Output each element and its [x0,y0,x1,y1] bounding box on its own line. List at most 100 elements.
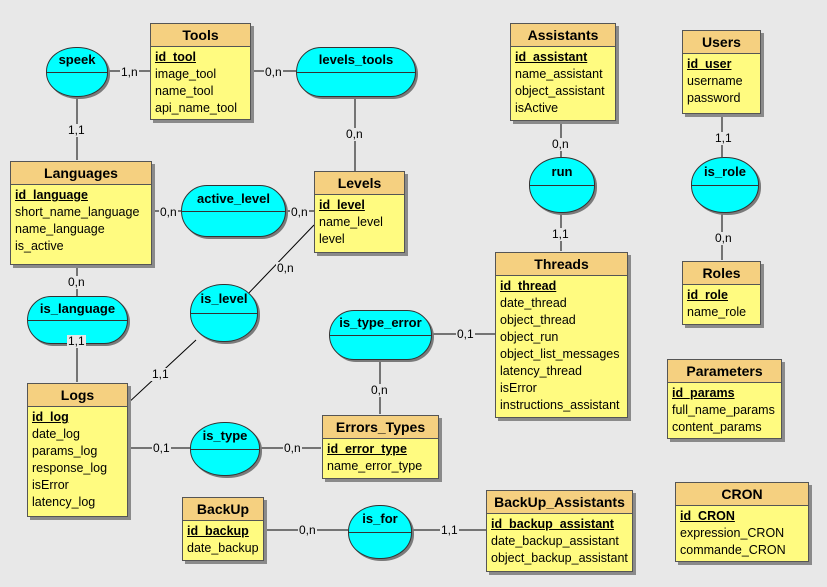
cardinality-label: 0,n [159,205,178,219]
association-label: is_language [39,300,116,316]
association-label: levels_tools [318,52,394,68]
entity-languages[interactable]: Languages id_language short_name_languag… [10,161,152,265]
association-label: active_level [196,190,270,206]
cardinality-label: 1,1 [67,123,86,137]
field: level [319,232,345,246]
cardinality-label: 0,n [714,231,733,245]
entity-title: Roles [683,262,760,285]
cardinality-label: 0,n [298,523,317,537]
association-label: run [551,163,573,179]
field: content_params [672,420,762,434]
entity-cron[interactable]: CRON id_CRON expression_CRON commande_CR… [675,482,809,562]
association-is-level[interactable]: is_level [190,284,258,342]
entity-roles[interactable]: Roles id_role name_role [682,261,761,325]
entity-errors-types[interactable]: Errors_Types id_error_type name_error_ty… [322,415,439,479]
entity-title: Threads [496,253,627,276]
association-is-type-error[interactable]: is_type_error [329,310,432,360]
field: isActive [515,101,559,115]
cardinality-label: 1,1 [714,131,733,145]
association-is-type[interactable]: is_type [190,422,260,476]
primary-key: id_user [687,57,732,71]
cardinality-label: 1,1 [151,367,170,381]
cardinality-label: 0,n [345,127,364,141]
field: isError [32,478,69,492]
field: date_thread [500,296,567,310]
cardinality-label: 0,n [67,275,86,289]
entity-levels[interactable]: Levels id_level name_level level [314,171,405,253]
cardinality-label: 0,n [551,137,570,151]
association-is-for[interactable]: is_for [348,505,412,559]
entity-title: Logs [28,384,127,407]
field: latency_log [32,495,96,509]
entity-title: Users [683,31,760,54]
entity-threads[interactable]: Threads id_thread date_thread object_thr… [495,252,628,418]
cardinality-label: 0,1 [152,441,171,455]
entity-backup[interactable]: BackUp id_backup date_backup [182,497,264,561]
field: object_run [500,330,559,344]
entity-title: Tools [151,24,250,47]
cardinality-label: 0,n [290,205,309,219]
field: name_language [15,222,105,236]
entity-title: BackUp_Assistants [487,491,632,514]
field: name_level [319,215,383,229]
field: date_backup [187,541,259,555]
entity-title: CRON [676,483,808,506]
field: name_error_type [327,459,423,473]
entity-backup-assistants[interactable]: BackUp_Assistants id_backup_assistant da… [486,490,633,572]
entity-logs[interactable]: Logs id_log date_log params_log response… [27,383,128,517]
association-levels-tools[interactable]: levels_tools [296,47,416,97]
field: object_backup_assistant [491,551,628,565]
primary-key: id_assistant [515,50,588,64]
entity-parameters[interactable]: Parameters id_params full_name_params co… [667,359,782,439]
cardinality-label: 0,n [276,261,295,275]
field: object_assistant [515,84,605,98]
entity-tools[interactable]: Tools id_tool image_tool name_tool api_n… [150,23,251,120]
entity-title: BackUp [183,498,263,521]
field: response_log [32,461,108,475]
primary-key: id_level [319,198,365,212]
association-label: is_level [200,291,248,307]
primary-key: id_params [672,386,735,400]
field: password [687,91,741,105]
field: name_role [687,305,747,319]
primary-key: id_language [15,188,88,202]
field: params_log [32,444,98,458]
field: isError [500,381,537,395]
association-label: is_type_error [339,315,422,331]
association-label: is_role [704,163,746,179]
primary-key: id_thread [500,279,557,293]
cardinality-label: 1,1 [551,227,570,241]
association-run[interactable]: run [529,157,595,213]
field: image_tool [155,67,217,81]
cardinality-label: 0,n [264,65,283,79]
primary-key: id_tool [155,50,196,64]
association-label: is_type [202,428,248,444]
association-is-role[interactable]: is_role [691,157,759,213]
association-speek[interactable]: speek [46,47,108,97]
cardinality-label: 0,n [370,383,389,397]
primary-key: id_backup_assistant [491,517,614,531]
field: object_thread [500,313,576,327]
entity-assistants[interactable]: Assistants id_assistant name_assistant o… [510,23,616,121]
field: commande_CRON [680,543,786,557]
field: short_name_language [15,205,140,219]
entity-users[interactable]: Users id_user username password [682,30,761,114]
field: name_tool [155,84,214,98]
field: object_list_messages [500,347,620,361]
cardinality-label: 1,1 [67,334,86,348]
field: full_name_params [672,403,775,417]
cardinality-label: 1,n [120,65,139,79]
field: expression_CRON [680,526,785,540]
field: username [687,74,743,88]
primary-key: id_CRON [680,509,735,523]
cardinality-label: 0,1 [456,327,475,341]
field: date_backup_assistant [491,534,619,548]
primary-key: id_error_type [327,442,407,456]
association-label: is_for [362,511,398,527]
association-active-level[interactable]: active_level [181,185,286,237]
primary-key: id_backup [187,524,249,538]
field: api_name_tool [155,101,238,115]
field: is_active [15,239,64,253]
primary-key: id_log [32,410,69,424]
entity-title: Errors_Types [323,416,438,439]
